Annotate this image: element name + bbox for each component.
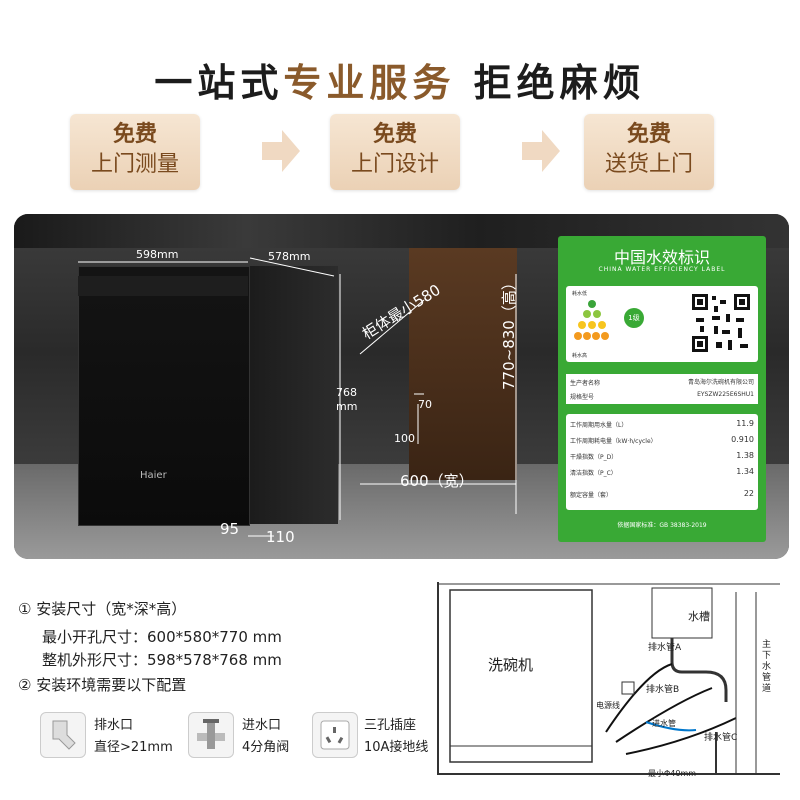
spec-key: 干燥指数（P_D） (570, 454, 618, 461)
cabinet-height: 770~830（高） (500, 275, 518, 390)
drain-title: 排水口 (94, 718, 134, 733)
diagram-inlet: 进水管 (652, 719, 676, 728)
spec-key: 工作周期耗电量（kW·h/cycle） (570, 438, 657, 445)
water-efficiency-label: 中国水效标识 CHINA WATER EFFICIENCY LABEL 耗水低 … (558, 236, 766, 542)
dim-110: 110 (266, 528, 295, 546)
water-label-grade-card: 耗水低 耗水高 1级 (566, 286, 758, 362)
headline-part-2: 专业服务 (283, 61, 456, 105)
service-design-label: 上门设计 (350, 152, 439, 177)
socket-spec: 10A接地线 (364, 740, 429, 755)
spec-row: 工作周期用水量（L） 11.9 (570, 419, 754, 429)
inlet-spec: 4分角阀 (242, 740, 290, 755)
headline-part-1: 一站式 (154, 61, 284, 105)
diagram-pipe-a: 排水管A (648, 643, 682, 653)
install-env-heading: ② 安装环境需要以下配置 (18, 676, 187, 694)
installation-diagram: 洗碗机 水槽 排水管A 排水管B 排水管C 电源线 进水管 主下水管道 最小Φ4… (436, 582, 792, 784)
depth-label: 578mm (268, 250, 311, 263)
power-socket-icon (312, 712, 358, 758)
height-label-value: 768 (336, 386, 357, 399)
headline-part-3: 拒绝麻烦 (473, 61, 646, 105)
dim-100: 100 (394, 432, 415, 445)
drain-spec: 直径>21mm (94, 740, 173, 755)
cabinet-niche (409, 248, 517, 480)
service-design-free: 免费 (372, 122, 417, 147)
model-value: EYSZW225E6SHU1 (697, 391, 754, 398)
spec-row: 额定容量（套） 22 (570, 489, 754, 499)
water-label-footer: 依据国家标准：GB 38383-2019 (617, 522, 707, 529)
qr-code-icon (690, 292, 752, 354)
dishwasher-side (246, 266, 338, 524)
model-key: 规格型号 (570, 394, 595, 401)
arrow-right-icon (262, 130, 300, 172)
overall-size: 整机外形尺寸：598*578*768 mm (42, 651, 282, 669)
arrow-right-icon (522, 130, 560, 172)
service-measure: 免费 上门测量 (70, 114, 200, 190)
water-label-table: 工作周期用水量（L）11.9 工作周期耗电量（kW·h/cycle）0.910 … (566, 414, 758, 510)
water-label-info: 生产者名称 青岛海尔洗碗机有限公司 规格型号 EYSZW225E6SHU1 (566, 374, 758, 404)
model-row: 规格型号 EYSZW225E6SHU1 (570, 391, 754, 401)
service-design: 免费 上门设计 (330, 114, 460, 190)
spec-row: 清洁指数（P_C） 1.34 (570, 467, 754, 477)
saving-low: 耗水高 (572, 353, 588, 359)
dishwasher-front (78, 266, 250, 526)
dishwasher-control-panel (78, 276, 248, 296)
diagram-pipe-b: 排水管B (646, 685, 680, 695)
grade-badge: 1级 (624, 308, 644, 328)
service-measure-free: 免费 (112, 122, 157, 147)
socket-title: 三孔插座 (364, 718, 417, 733)
diagram-pipe-c: 排水管C (704, 733, 738, 743)
spec-key: 额定容量（套） (570, 492, 613, 499)
headline: 一站式专业服务 拒绝麻烦 (0, 52, 800, 107)
inlet-title: 进水口 (242, 718, 282, 733)
water-label-subtitle: CHINA WATER EFFICIENCY LABEL (598, 266, 726, 273)
drain-pipe-icon (40, 712, 86, 758)
spec-key: 清洁指数（P_C） (570, 470, 617, 477)
diagram-dishwasher-label: 洗碗机 (488, 656, 534, 674)
diagram-min-diameter: 最小Φ40mm (648, 769, 697, 778)
diagram-lines (437, 582, 780, 775)
spec-row: 干燥指数（P_D） 1.38 (570, 451, 754, 461)
brand-logo: Haier (140, 470, 167, 481)
spec-value: 1.34 (736, 467, 754, 476)
angle-valve-icon (188, 712, 234, 758)
spec-row: 工作周期耗电量（kW·h/cycle） 0.910 (570, 435, 754, 445)
service-delivery-free: 免费 (626, 122, 671, 147)
manufacturer-row: 生产者名称 青岛海尔洗碗机有限公司 (570, 378, 754, 387)
manufacturer-value: 青岛海尔洗碗机有限公司 (687, 379, 754, 386)
diagram-sink-label: 水槽 (688, 610, 710, 623)
cabinet-width: 600（宽） (400, 472, 474, 490)
diagram-main-drain: 主下水管道 (762, 640, 772, 694)
width-label: 598mm (136, 248, 179, 261)
spec-value: 0.910 (731, 435, 754, 444)
dim-95: 95 (220, 520, 240, 538)
saving-high: 耗水低 (572, 291, 588, 297)
spec-key: 工作周期用水量（L） (570, 422, 628, 429)
height-label-unit: mm (336, 400, 358, 413)
dimension-lines (78, 257, 517, 537)
service-delivery-label: 送货上门 (604, 152, 693, 177)
dim-70: 70 (418, 398, 432, 411)
manufacturer-key: 生产者名称 (570, 380, 601, 387)
spec-value: 22 (743, 489, 754, 498)
spec-value: 11.9 (736, 419, 754, 428)
spec-value: 1.38 (736, 451, 754, 460)
min-hole-size: 最小开孔尺寸：600*580*770 mm (42, 628, 282, 646)
water-drop-grade-icon (574, 300, 609, 340)
diagram-power: 电源线 (596, 701, 620, 710)
water-label-title: 中国水效标识 (613, 248, 710, 267)
service-delivery: 免费 送货上门 (584, 114, 714, 190)
install-size-heading: ① 安装尺寸（宽*深*高） (18, 600, 187, 618)
service-measure-label: 上门测量 (90, 152, 179, 177)
